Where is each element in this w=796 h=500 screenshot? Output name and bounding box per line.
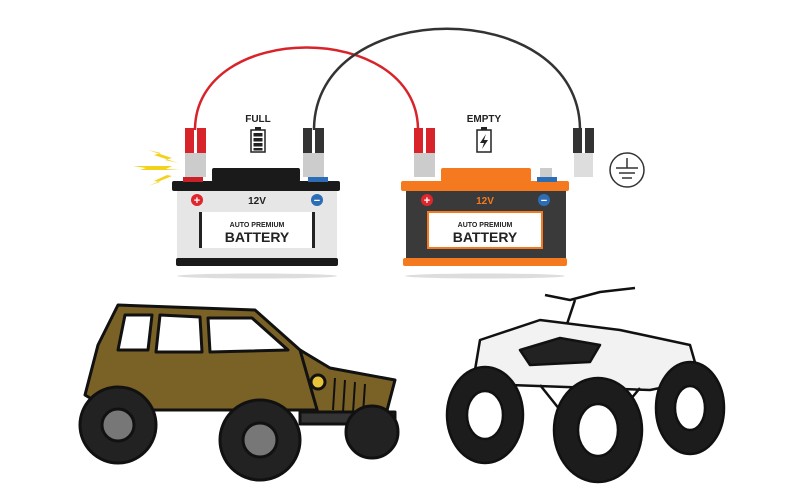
negative-terminal-icon xyxy=(538,194,550,206)
spark-icon xyxy=(133,150,180,186)
negative-clamp xyxy=(573,128,594,177)
positive-sign: + xyxy=(194,195,200,207)
positive-terminal-icon xyxy=(191,194,203,206)
voltage-label: 12V xyxy=(248,196,266,207)
ground-icon xyxy=(609,152,645,188)
positive-sign: + xyxy=(424,195,430,207)
brand-line2: BATTERY xyxy=(453,229,518,245)
negative-sign: − xyxy=(541,195,547,207)
full-label: FULL xyxy=(245,114,271,125)
brand-line1: AUTO PREMIUM xyxy=(230,222,285,229)
battery-full-icon xyxy=(250,127,266,153)
atv-illustration xyxy=(445,286,726,484)
brand-line1: AUTO PREMIUM xyxy=(458,222,513,229)
brand-line2: BATTERY xyxy=(225,229,290,245)
battery-charging-icon xyxy=(476,127,492,153)
negative-sign: − xyxy=(314,195,320,207)
negative-clamp xyxy=(303,128,324,177)
negative-jumper-cable xyxy=(312,27,582,131)
full-battery: + − 12V AUTO PREMIUM BATTERY xyxy=(172,168,340,279)
jeep-illustration xyxy=(78,303,400,482)
positive-clamp xyxy=(414,128,435,177)
positive-jumper-cable xyxy=(193,46,420,131)
negative-terminal-icon xyxy=(311,194,323,206)
empty-label: EMPTY xyxy=(467,114,502,125)
positive-clamp xyxy=(185,128,206,177)
positive-terminal-icon xyxy=(421,194,433,206)
voltage-label: 12V xyxy=(476,196,494,207)
empty-battery: + − 12V AUTO PREMIUM BATTERY xyxy=(401,168,569,279)
